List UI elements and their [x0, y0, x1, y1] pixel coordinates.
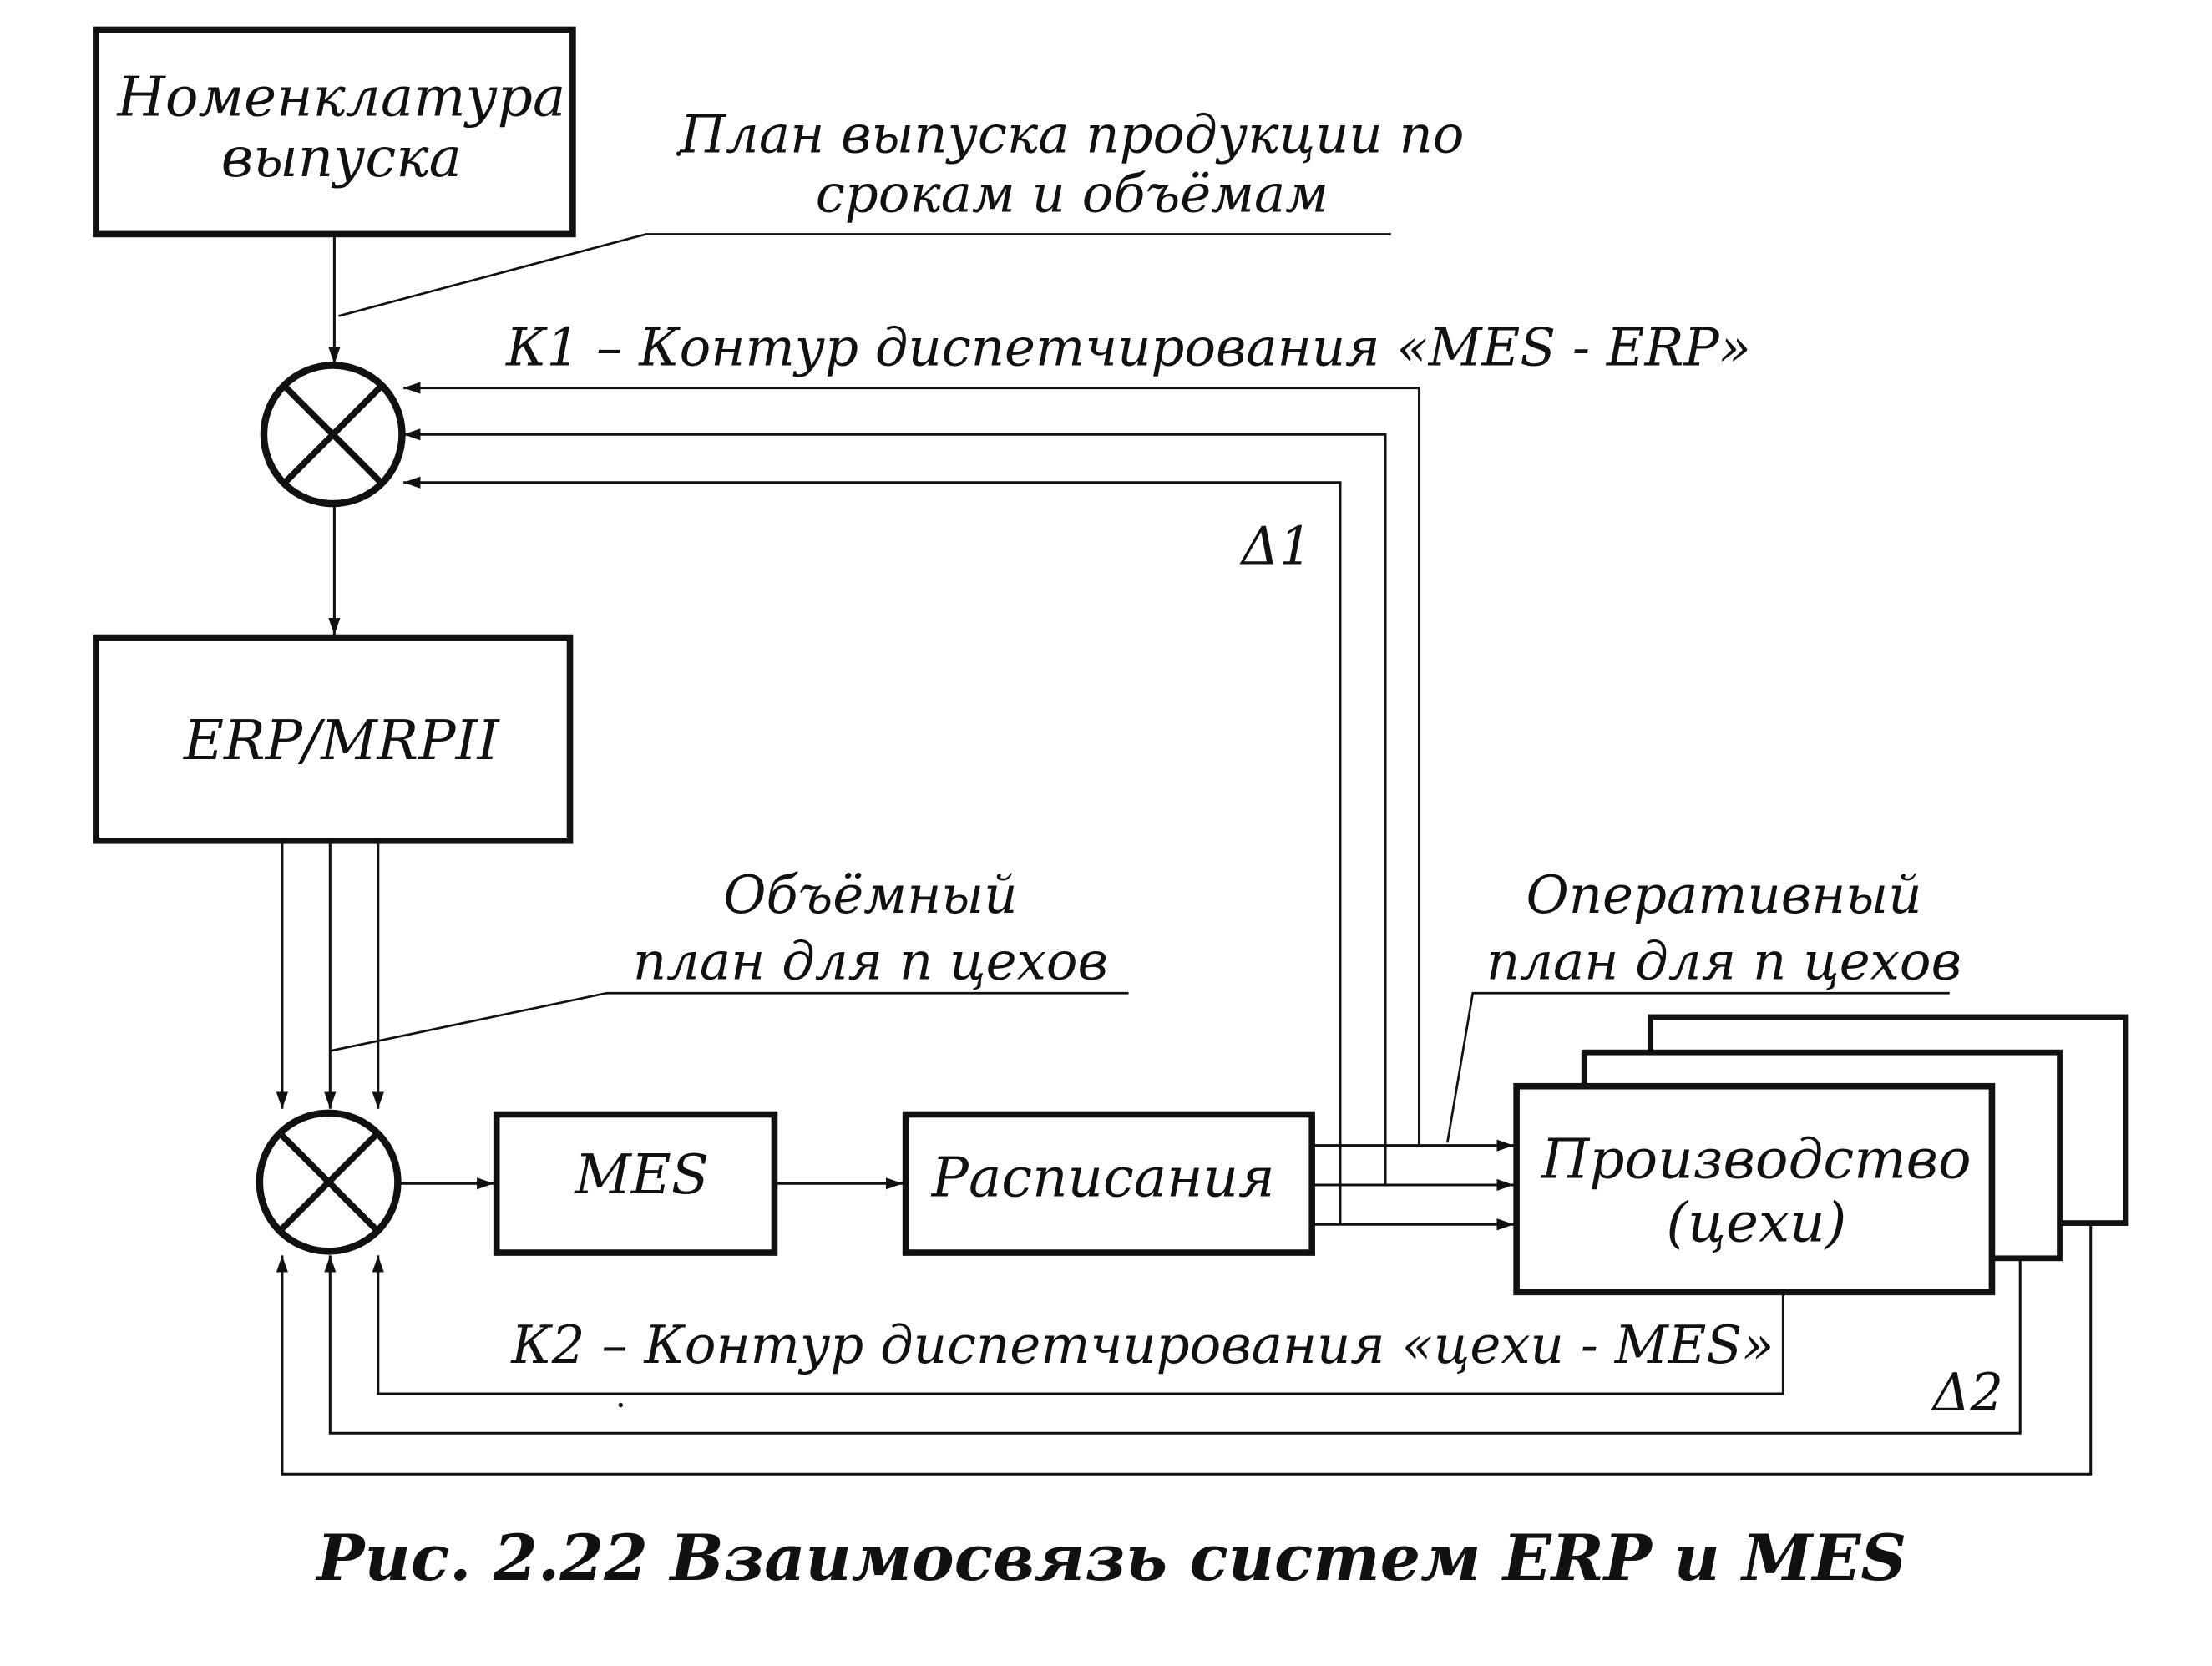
schedules-box: Расписания: [902, 1111, 1315, 1256]
k1-feedback-lines: [403, 382, 1421, 1225]
mes-box: MES: [493, 1111, 778, 1256]
production-label-line1: Производство: [1541, 1127, 1972, 1192]
operative-plan-label-line2: план для n цехов: [1486, 930, 1961, 991]
release-plan-annotation: План выпуска продукции по срокам и объём…: [338, 104, 1465, 317]
erp-output-arrows: [276, 840, 384, 1109]
delta1-label: Δ1: [1238, 516, 1312, 577]
volume-plan-label-line2: план для n цехов: [633, 930, 1108, 991]
production-label-line2: (цехи): [1666, 1191, 1846, 1255]
comparator-1: [260, 362, 406, 508]
k2-loop-label: К2 – Контур диспетчирования «цехи - MES»: [510, 1314, 1774, 1375]
release-plan-label-line1: План выпуска продукции по: [680, 104, 1465, 165]
production-stack: Производство (цехи): [1513, 1014, 2129, 1296]
volume-plan-label-line1: Объёмный: [723, 864, 1017, 925]
schedules-label: Расписания: [931, 1145, 1275, 1209]
operative-plan-label-line1: Оперативный: [1526, 864, 1921, 925]
volume-plan-annotation: Объёмный план для n цехов: [330, 864, 1129, 1052]
erp-mrpii-box: ERP/MRPII: [93, 634, 574, 844]
figure-caption: Рис. 2.22 Взаимосвязь систем ERP и MES: [315, 1521, 1906, 1595]
comparator-2: [256, 1109, 402, 1255]
schedule-output-arrows: [1312, 1139, 1514, 1231]
nomenclature-label-line2: выпуска: [221, 125, 462, 190]
nomenclature-label-line1: Номенклатура: [116, 65, 565, 129]
k2-feedback-lines: [276, 1223, 2093, 1476]
k1-loop-label: К1 – Контур диспетчирования «MES - ERP»: [505, 317, 1751, 378]
release-plan-label-line2: срокам и объёмам: [816, 163, 1329, 224]
nomenclature-box: Номенклатура выпуска: [93, 26, 576, 238]
operative-plan-annotation: Оперативный план для n цехов: [1446, 864, 1961, 1143]
erp-mrpii-label: ERP/MRPII: [183, 708, 501, 772]
delta2-label: Δ2: [1930, 1362, 2003, 1423]
mes-label: MES: [574, 1142, 709, 1207]
